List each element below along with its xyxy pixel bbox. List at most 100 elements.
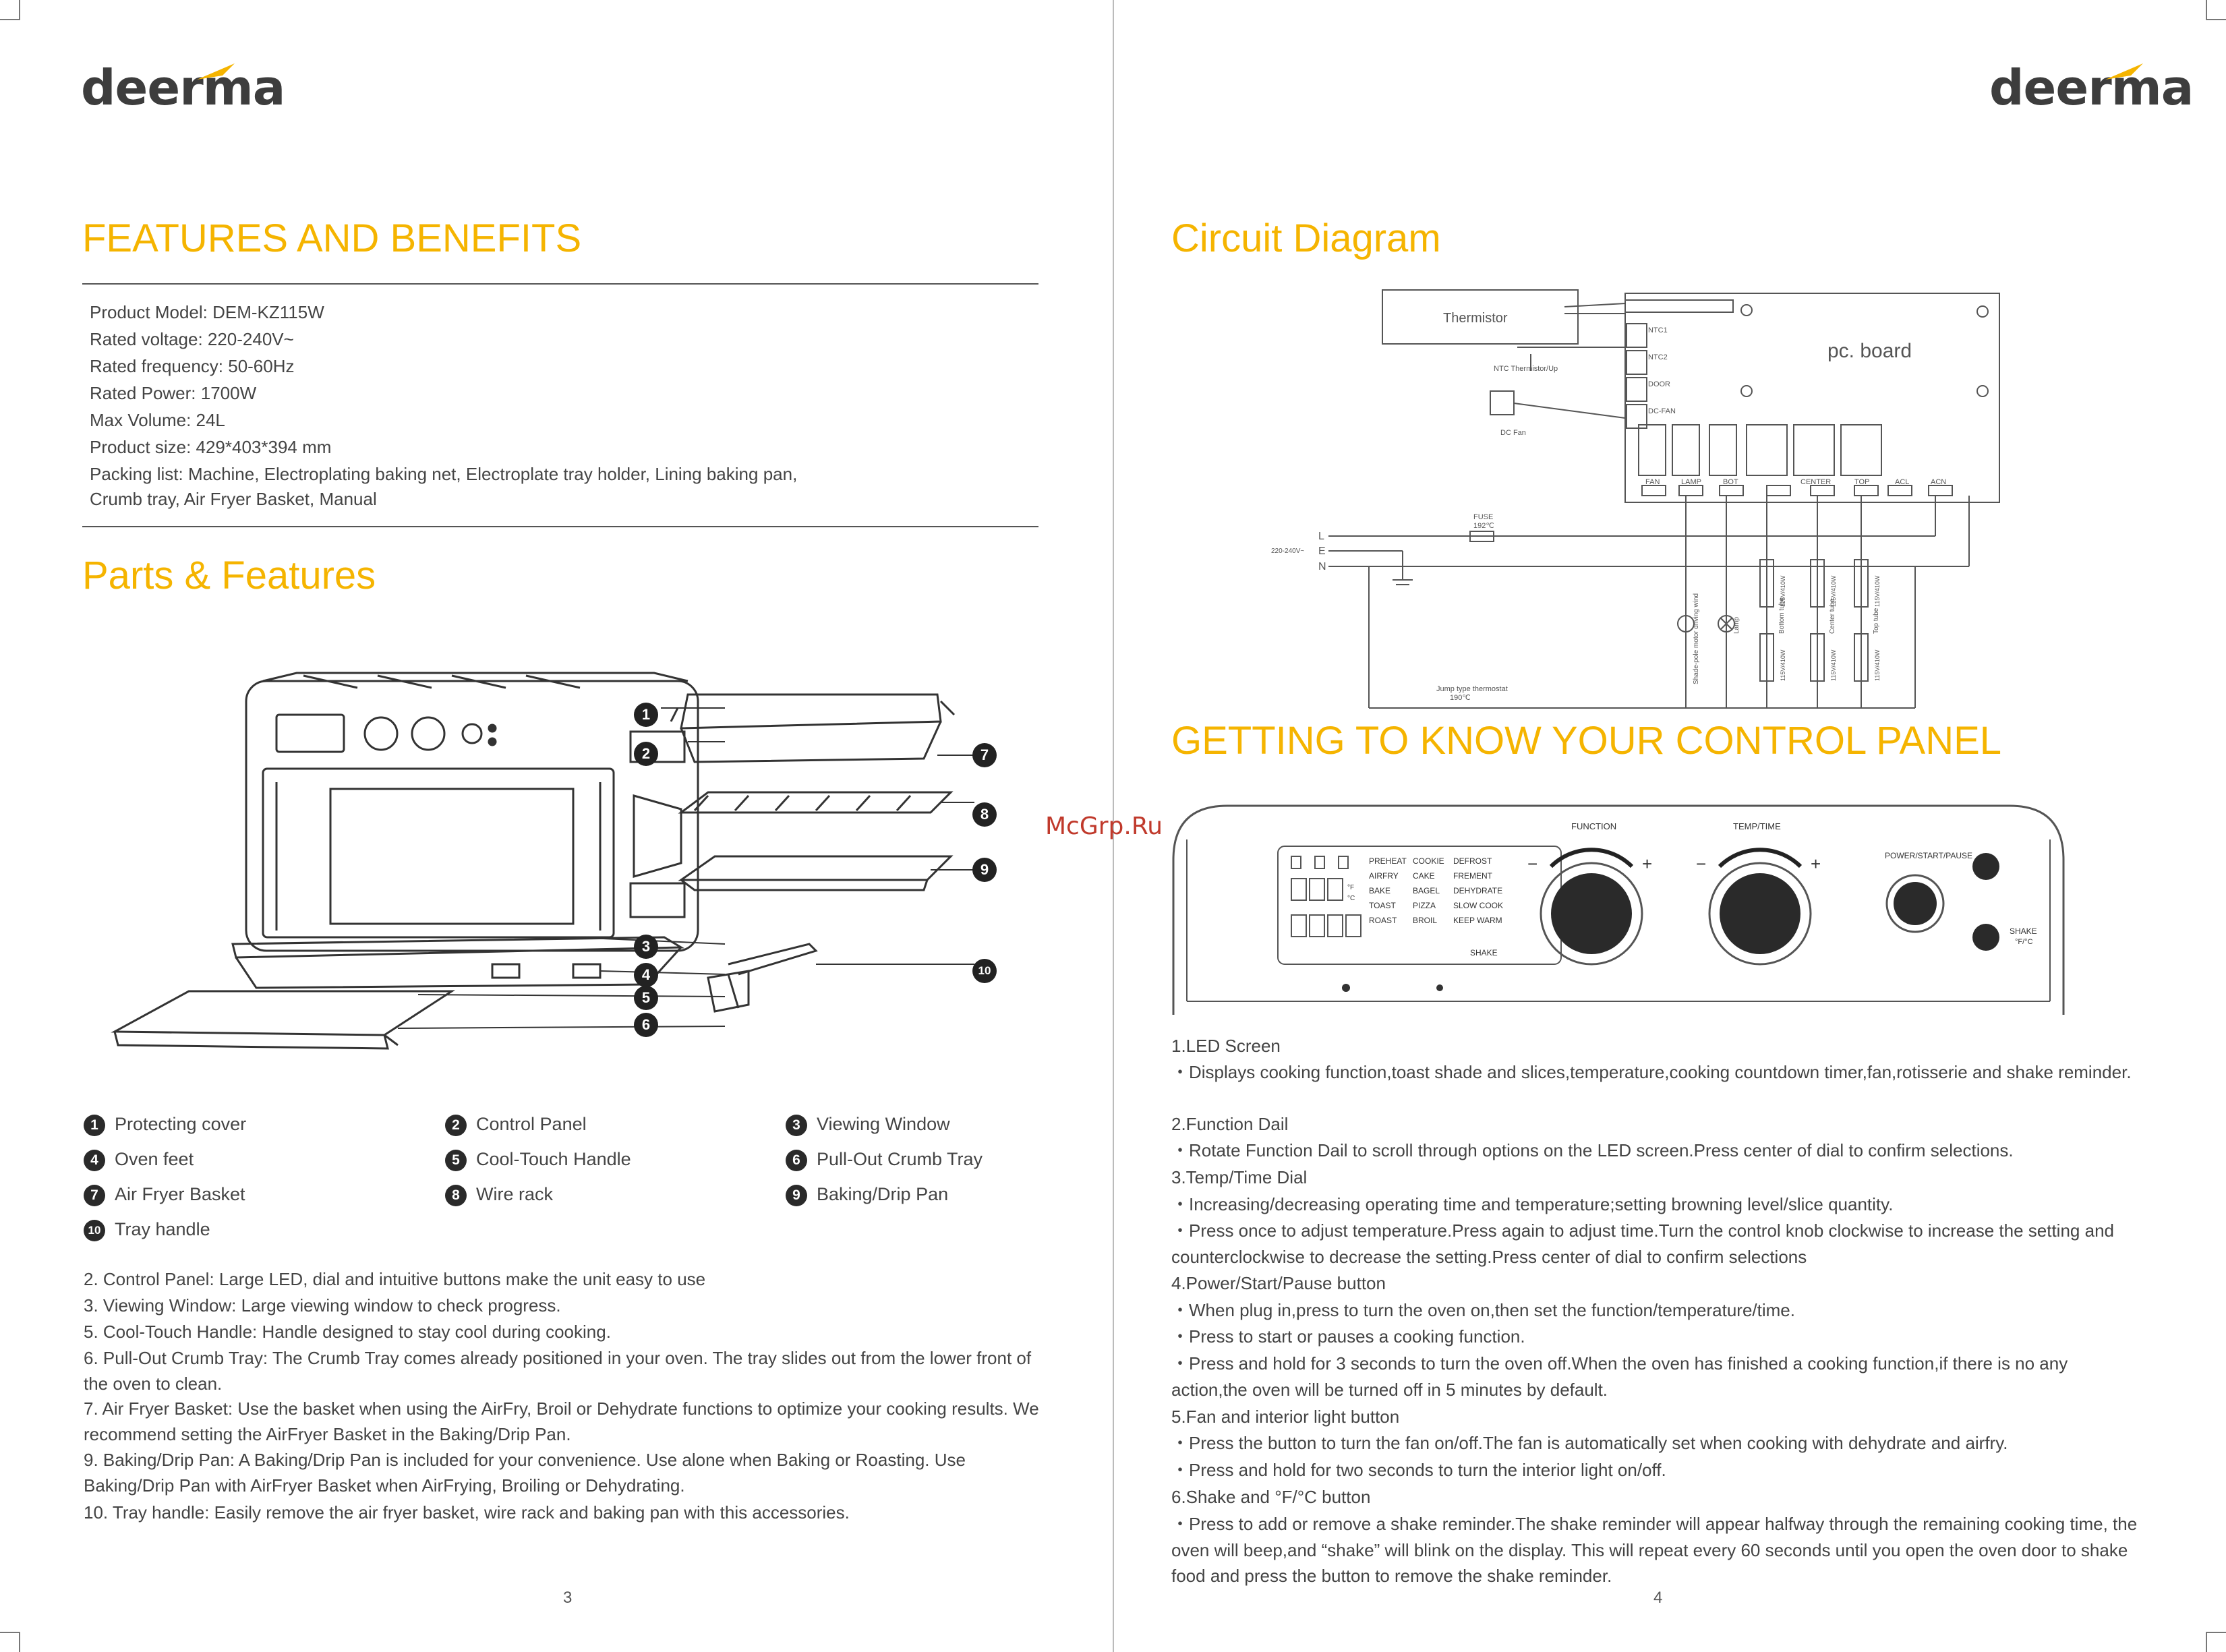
brand-logo-left: deerma bbox=[81, 59, 285, 116]
parts-title: Parts & Features bbox=[82, 554, 376, 597]
legend-number: 3 bbox=[786, 1114, 807, 1136]
panel-section-text: ・Press the button to turn the fan on/off… bbox=[1171, 1433, 2008, 1453]
shake-unit-label: °F/°C bbox=[2015, 938, 2033, 946]
lcd-option: FREMENT bbox=[1453, 871, 1493, 881]
page-fold bbox=[1113, 0, 1114, 1652]
panel-section-heading: 4.Power/Start/Pause button bbox=[1171, 1273, 1386, 1293]
lcd-option: PREHEAT bbox=[1369, 856, 1407, 866]
circuit-title: Circuit Diagram bbox=[1171, 216, 1441, 260]
motor-label: Shade-pole motor driving wind bbox=[1693, 593, 1700, 684]
lcd-unit: °F bbox=[1347, 884, 1354, 891]
ntc-up-label: NTC Thermistor/Up bbox=[1494, 365, 1558, 373]
lamp-label: Lamp bbox=[1733, 617, 1740, 634]
callout-8: 8 bbox=[972, 802, 997, 827]
line-e: E bbox=[1318, 545, 1326, 557]
panel-section-heading: 3.Temp/Time Dial bbox=[1171, 1167, 1308, 1187]
trim-mark bbox=[0, 1632, 20, 1633]
brand-logo-right: deerma bbox=[1989, 59, 2194, 116]
description: 6. Pull-Out Crumb Tray: The Crumb Tray c… bbox=[84, 1348, 1032, 1394]
panel-section-text: ・Press and hold for two seconds to turn … bbox=[1171, 1460, 1666, 1480]
plus-sign: + bbox=[1811, 854, 1821, 874]
fuse-label: FUSE bbox=[1473, 513, 1493, 521]
lcd-option: TOAST bbox=[1369, 901, 1396, 910]
trim-mark bbox=[2206, 1632, 2207, 1652]
callout-2: 2 bbox=[634, 742, 658, 766]
panel-section-text: ・Press to start or pauses a cooking func… bbox=[1171, 1326, 1525, 1347]
lcd-option: AIRFRY bbox=[1369, 871, 1399, 881]
panel-section-text: ・Press once to adjust temperature.Press … bbox=[1171, 1220, 2114, 1267]
legend-number: 7 bbox=[84, 1184, 105, 1206]
shake-button-label: SHAKE bbox=[2010, 926, 2037, 936]
divider bbox=[82, 526, 1038, 527]
divider bbox=[82, 283, 1038, 285]
panel-section-text: ・Displays cooking function,toast shade a… bbox=[1171, 1062, 2132, 1082]
control-panel-title: GETTING TO KNOW YOUR CONTROL PANEL bbox=[1171, 719, 2002, 763]
ntc1-label: NTC1 bbox=[1648, 326, 1668, 334]
legend-number: 8 bbox=[445, 1184, 467, 1206]
heater-rating: 115V/410W bbox=[1830, 575, 1837, 607]
callout-7: 7 bbox=[972, 743, 997, 767]
trim-mark bbox=[19, 1632, 20, 1652]
spec-line: Packing list: Machine, Electroplating ba… bbox=[90, 464, 798, 484]
legend-label: Cool-Touch Handle bbox=[476, 1149, 631, 1169]
description: 10. Tray handle: Easily remove the air f… bbox=[84, 1502, 850, 1523]
terminal-label: ACL bbox=[1895, 478, 1909, 486]
legend-number: 2 bbox=[445, 1114, 467, 1136]
lcd-option: BAGEL bbox=[1413, 886, 1440, 895]
terminal-label: LAMP bbox=[1681, 478, 1701, 486]
legend-label: Oven feet bbox=[115, 1149, 194, 1169]
legend-label: Tray handle bbox=[115, 1219, 210, 1239]
legend-label: Wire rack bbox=[476, 1184, 553, 1204]
panel-section-heading: 2.Function Dail bbox=[1171, 1114, 1289, 1134]
spec-line: Rated voltage: 220-240V~ bbox=[90, 329, 294, 349]
legend-number: 1 bbox=[84, 1114, 105, 1136]
features-title: FEATURES AND BENEFITS bbox=[82, 216, 582, 260]
power-label: POWER/START/PAUSE bbox=[1885, 851, 1972, 860]
callout-4: 4 bbox=[634, 963, 658, 987]
lcd-option: CAKE bbox=[1413, 871, 1435, 881]
panel-section-text: ・Press and hold for 3 seconds to turn th… bbox=[1171, 1353, 2068, 1400]
legend-number: 6 bbox=[786, 1149, 807, 1171]
trim-mark bbox=[2206, 19, 2226, 20]
plus-sign: + bbox=[1642, 854, 1652, 874]
minus-sign: − bbox=[1527, 854, 1537, 874]
minus-sign: − bbox=[1696, 854, 1706, 874]
line-n: N bbox=[1318, 561, 1326, 572]
circuit-diagram: Thermistor pc. board NTC1 NTC2 DOOR DC-F… bbox=[1271, 289, 2000, 709]
heater-rating: 115V/410W bbox=[1830, 649, 1837, 681]
trim-mark bbox=[19, 0, 20, 20]
heater-label: Bottom tube bbox=[1778, 597, 1786, 634]
spec-line: Rated frequency: 50-60Hz bbox=[90, 356, 295, 376]
dc-fan-label: DC Fan bbox=[1500, 429, 1526, 437]
lcd-option: BAKE bbox=[1369, 886, 1390, 895]
legend-label: Baking/Drip Pan bbox=[817, 1184, 949, 1204]
pc-board-label: pc. board bbox=[1827, 340, 1912, 362]
trim-mark bbox=[0, 19, 20, 20]
spec-line: Product size: 429*403*394 mm bbox=[90, 437, 332, 457]
callout-3: 3 bbox=[634, 935, 658, 959]
heater-rating: 115V/410W bbox=[1780, 649, 1786, 681]
description: 9. Baking/Drip Pan: A Baking/Drip Pan is… bbox=[84, 1450, 966, 1496]
logo-leaf-icon bbox=[197, 63, 235, 80]
temp-time-label: TEMP/TIME bbox=[1733, 821, 1781, 831]
trim-mark bbox=[2206, 1632, 2226, 1633]
heater-rating: 115V/410W bbox=[1780, 575, 1786, 607]
callout-9: 9 bbox=[972, 858, 997, 882]
page-number: 4 bbox=[1653, 1589, 1663, 1607]
door-label: DOOR bbox=[1648, 380, 1670, 388]
ntc2-label: NTC2 bbox=[1648, 353, 1668, 361]
lcd-option: DEFROST bbox=[1453, 856, 1492, 866]
description: 5. Cool-Touch Handle: Handle designed to… bbox=[84, 1322, 611, 1342]
callout-6: 6 bbox=[634, 1013, 658, 1037]
lcd-option: SLOW COOK bbox=[1453, 901, 1503, 910]
spec-line: Product Model: DEM-KZ115W bbox=[90, 302, 324, 322]
legend-label: Protecting cover bbox=[115, 1114, 247, 1134]
legend-number: 4 bbox=[84, 1149, 105, 1171]
lcd-option: KEEP WARM bbox=[1453, 916, 1502, 925]
heater-label: Center tube bbox=[1829, 598, 1836, 634]
